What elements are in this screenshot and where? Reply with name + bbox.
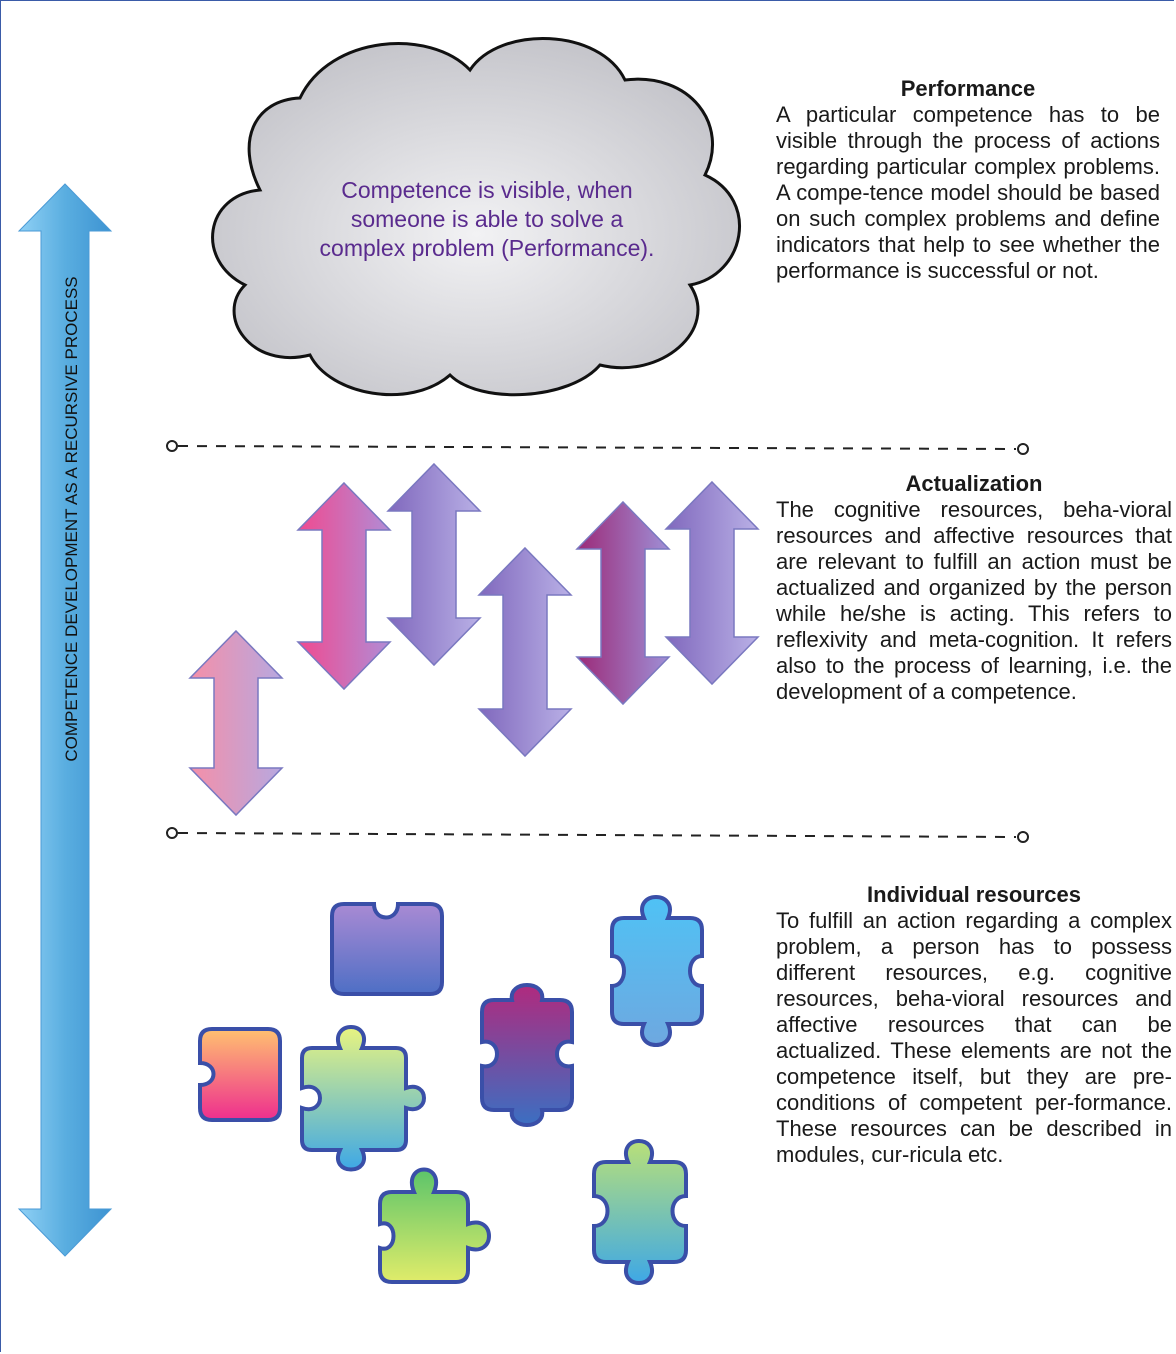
- puzzle-piece-icon: [378, 1167, 491, 1284]
- puzzle-piece-icon: [610, 895, 704, 1047]
- double-arrow-icon: [296, 481, 392, 691]
- double-arrow-icon: [386, 462, 482, 667]
- puzzle-piece-icon: [592, 1139, 688, 1285]
- separator-top: [166, 440, 1029, 455]
- double-arrow-icon: [477, 546, 573, 758]
- section-title: Performance: [900, 76, 1036, 101]
- section-title: Individual resources: [867, 882, 1081, 907]
- double-arrow-icon: [188, 629, 284, 817]
- separator-bottom: [166, 827, 1029, 843]
- double-arrow-icon: [575, 500, 671, 706]
- section-actualization: Actualization The cognitive resources, b…: [776, 471, 1172, 705]
- cloud-caption: Competence is visible, when someone is a…: [319, 177, 655, 261]
- side-axis-label-text: COMPETENCE DEVELOPMENT AS A RECURSIVE PR…: [62, 276, 81, 762]
- section-body: A particular competence has to be visibl…: [776, 102, 1160, 283]
- puzzle-piece-icon: [198, 1027, 282, 1122]
- section-title: Actualization: [905, 471, 1043, 496]
- section-body: To fulfill an action regarding a complex…: [776, 908, 1172, 1167]
- puzzle-piece-icon: [330, 902, 444, 996]
- main-double-arrow-icon: [17, 183, 113, 1257]
- puzzle-piece-icon: [300, 1025, 426, 1172]
- double-arrow-icon: [664, 480, 760, 686]
- section-individual-resources: Individual resources To fulfill an actio…: [776, 882, 1172, 1168]
- puzzle-piece-icon: [480, 983, 574, 1127]
- cloud-shape: [211, 36, 742, 397]
- section-performance: Performance A particular competence has …: [776, 76, 1160, 284]
- section-body: The cognitive resources, beha-vioral res…: [776, 497, 1172, 704]
